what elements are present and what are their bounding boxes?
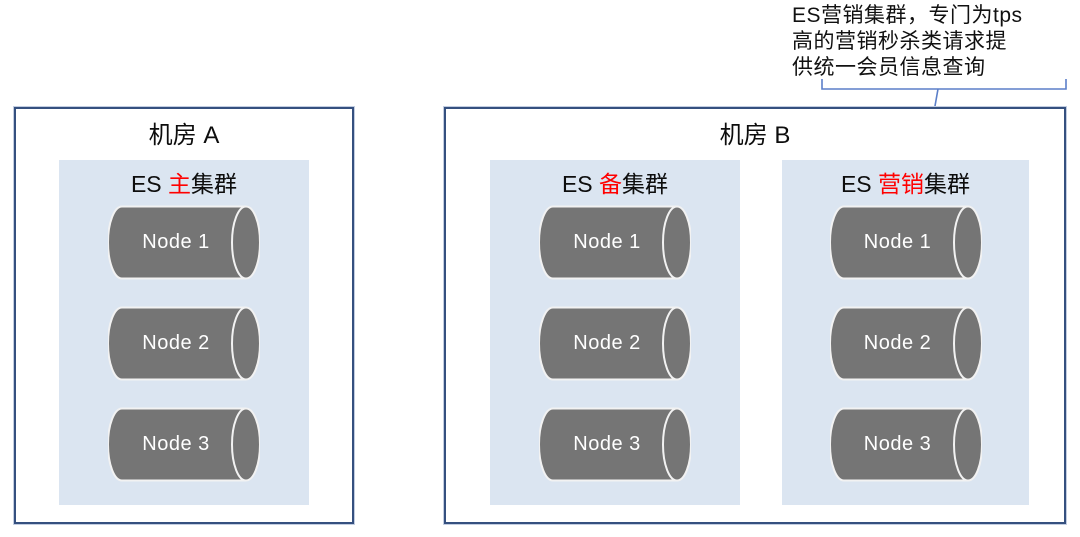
node-label: Node 2	[573, 332, 641, 354]
database-cylinder-icon	[829, 407, 982, 482]
cluster-es-backup-title: ES 备集群	[490, 165, 740, 199]
cluster-es-primary: ES 主集群 Node 1 Node 2	[59, 160, 309, 505]
database-cylinder-icon	[108, 407, 260, 482]
node-cylinder: Node 1	[829, 205, 982, 280]
database-cylinder-icon	[108, 306, 260, 381]
node-label: Node 2	[142, 332, 210, 354]
cluster-title-highlight: 营销	[878, 171, 925, 197]
cluster-es-marketing: ES 营销集群 Node 1 Node 2	[782, 160, 1029, 505]
room-a-box: 机房 A ES 主集群 Node 1 Node 2	[14, 107, 354, 524]
node-cylinder: Node 2	[539, 306, 691, 381]
node-cylinder: Node 3	[539, 407, 691, 482]
node-cylinder: Node 1	[108, 205, 260, 280]
node-label: Node 1	[863, 231, 932, 253]
node-label: Node 3	[573, 433, 641, 455]
cluster-title-prefix: ES	[840, 171, 879, 197]
node-label: Node 2	[863, 332, 932, 354]
node-cylinder: Node 2	[108, 306, 260, 381]
cluster-es-marketing-title: ES 营销集群	[782, 165, 1029, 199]
cluster-title-highlight: 主	[168, 171, 192, 197]
cluster-es-backup: ES 备集群 Node 1 Node 2	[490, 160, 740, 505]
node-cylinder: Node 3	[108, 407, 260, 482]
database-cylinder-icon	[829, 205, 982, 280]
node-cylinder: Node 3	[829, 407, 982, 482]
database-cylinder-icon	[539, 407, 691, 482]
database-cylinder-icon	[108, 205, 260, 280]
cluster-title-prefix: ES	[561, 171, 600, 197]
room-b-box: 机房 B ES 备集群 Node 1 Node 2	[444, 107, 1066, 524]
cluster-title-suffix: 集群	[622, 171, 669, 197]
cluster-title-highlight: 备	[599, 171, 623, 197]
annotation-line: 高的营销秒杀类请求提	[792, 30, 1007, 53]
node-label: Node 3	[142, 433, 210, 455]
annotation-line: 供统一会员信息查询	[792, 56, 986, 79]
node-label: Node 1	[142, 231, 210, 253]
node-label: Node 1	[573, 231, 641, 253]
cluster-title-suffix: 集群	[191, 171, 238, 197]
node-cylinder: Node 1	[539, 205, 691, 280]
room-a-title: 机房 A	[148, 122, 220, 149]
cluster-title-suffix: 集群	[924, 171, 971, 197]
node-cylinder: Node 2	[829, 306, 982, 381]
annotation-line: ES营销集群，专门为tps	[792, 4, 1023, 27]
cluster-es-primary-title: ES 主集群	[59, 165, 309, 199]
room-b-title: 机房 B	[719, 122, 791, 149]
database-cylinder-icon	[539, 205, 691, 280]
annotation-note: ES营销集群，专门为tps 高的营销秒杀类请求提 供统一会员信息查询	[792, 3, 1080, 81]
cluster-title-prefix: ES	[130, 171, 169, 197]
node-label: Node 3	[863, 433, 932, 455]
database-cylinder-icon	[539, 306, 691, 381]
database-cylinder-icon	[829, 306, 982, 381]
